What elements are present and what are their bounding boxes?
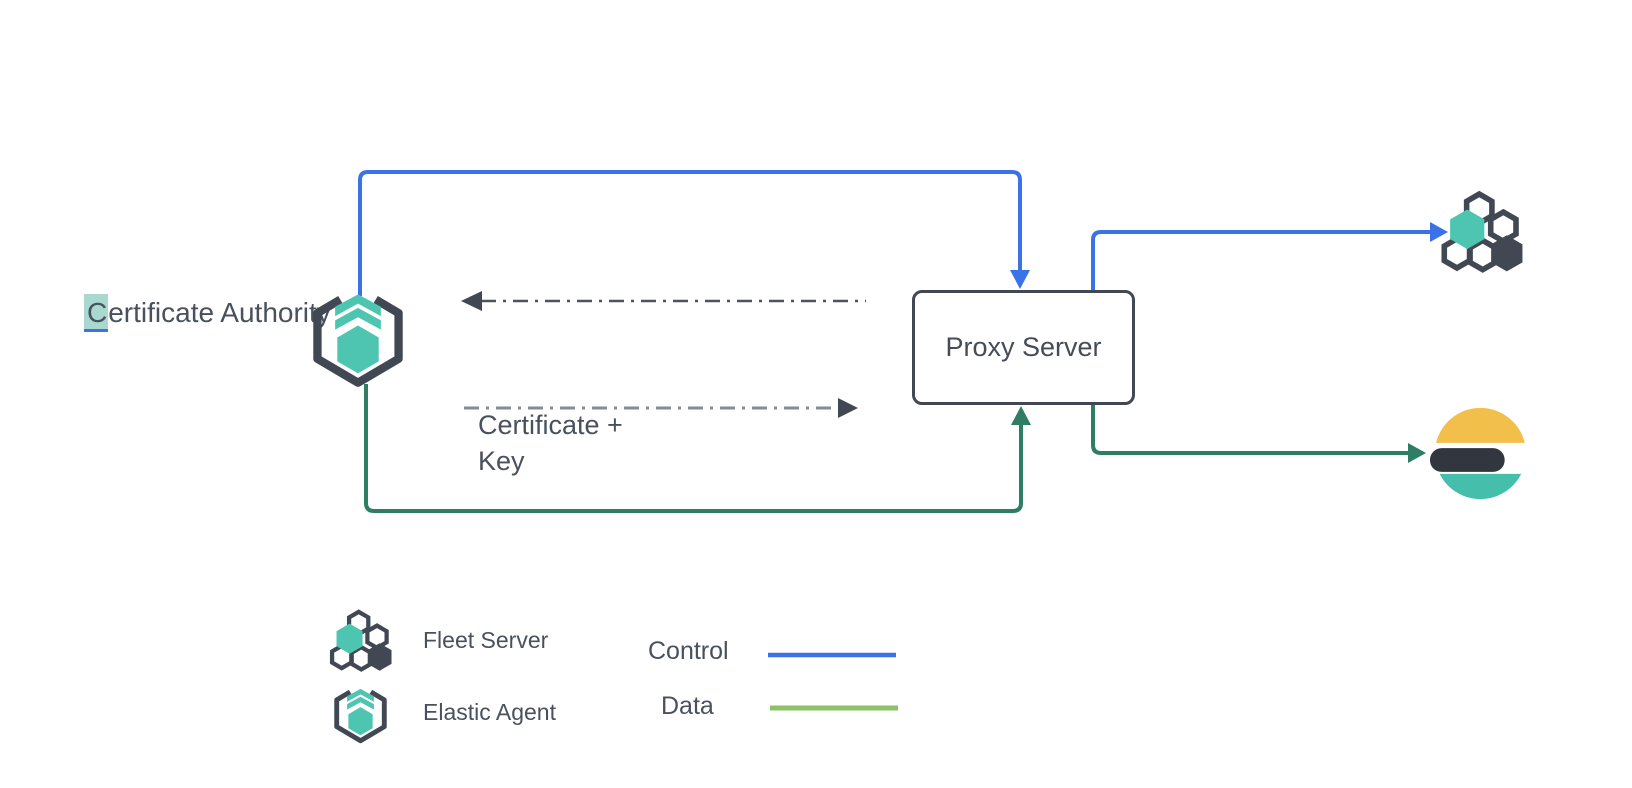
legend-agent-hexagon xyxy=(348,707,373,736)
data-arrowhead-elasticsearch xyxy=(1408,443,1426,463)
proxy-server-label: Proxy Server xyxy=(945,332,1102,362)
legend-elastic-agent-icon xyxy=(334,688,387,744)
elasticsearch-logo[interactable] xyxy=(1429,403,1526,504)
data-line-agent-to-proxy[interactable] xyxy=(364,384,1023,513)
es-teal-band xyxy=(1439,473,1522,500)
fleet-hex-outline-right xyxy=(1487,208,1519,245)
dashed-arrowhead-left xyxy=(461,291,482,311)
agent-chevron-bottom xyxy=(335,307,381,330)
legend-agent-chevron-bottom xyxy=(347,696,374,710)
legend-elastic-agent-label: Elastic Agent xyxy=(423,699,556,725)
selected-character: C xyxy=(84,293,109,332)
control-line-agent-to-proxy[interactable] xyxy=(358,170,1022,296)
legend-control-label: Control xyxy=(648,637,729,665)
legend-fleet-hex-dark xyxy=(367,643,392,671)
certificate-key-label[interactable]: Certificate + Key xyxy=(478,410,623,476)
fleet-server-icon[interactable] xyxy=(1438,186,1524,276)
data-line-proxy-to-elasticsearch[interactable] xyxy=(1091,405,1409,455)
legend-agent-bracket xyxy=(334,689,387,744)
certificate-authority-label[interactable]: Certificate Authority xyxy=(84,258,331,332)
dashed-arrowhead-right xyxy=(838,398,858,418)
data-arrowhead-proxy xyxy=(1011,406,1031,425)
agent-chevron-top xyxy=(335,294,381,317)
legend-agent-chevron-top xyxy=(347,688,374,702)
es-dark-bar xyxy=(1429,448,1505,472)
legend-fleet-hex-teal xyxy=(336,623,363,654)
fleet-hex-teal xyxy=(1450,209,1485,250)
agent-hex-bracket xyxy=(313,295,403,387)
control-arrowhead-proxy xyxy=(1010,270,1030,289)
es-yellow-band xyxy=(1436,407,1525,443)
legend-data-label: Data xyxy=(661,692,714,720)
control-line-proxy-to-fleet[interactable] xyxy=(1091,230,1431,290)
proxy-server-box[interactable]: Proxy Server xyxy=(912,290,1135,405)
elastic-agent-icon[interactable] xyxy=(306,286,410,390)
agent-core-hexagon xyxy=(337,325,379,374)
certificate-authority-text: ertificate Authority xyxy=(108,296,331,328)
legend-fleet-hex-right xyxy=(365,623,389,651)
legend-fleet-server-icon xyxy=(329,609,392,672)
control-arrowhead-fleet xyxy=(1430,222,1448,242)
legend-fleet-server-label: Fleet Server xyxy=(423,627,549,653)
fleet-hex-dark xyxy=(1491,235,1523,272)
